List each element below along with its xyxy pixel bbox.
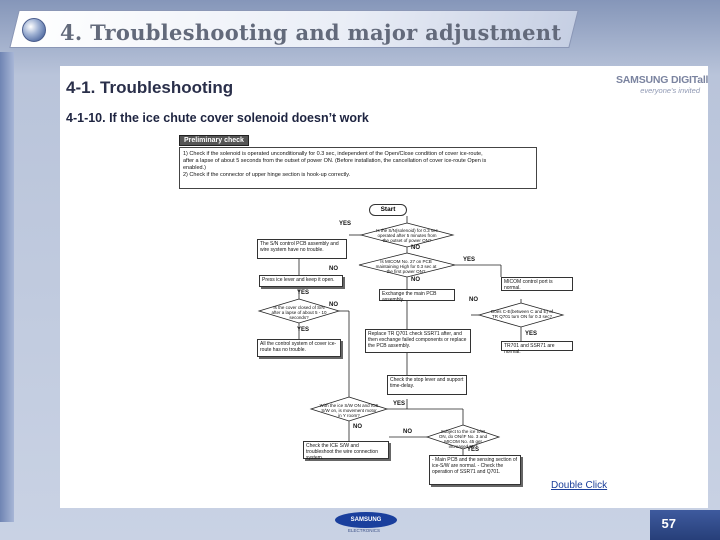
check-ice-switch-box: Check the ICE S/W and troubleshoot the w… [303, 441, 389, 461]
samsung-digitall-logo: SAMSUNG DIGITall everyone's invited [616, 74, 709, 95]
samsung-electronics-text: ELECTRONICS [348, 528, 381, 533]
exchange-pcb-box: Exchange the main PCB assembly. [379, 289, 455, 303]
no-label: NO [411, 245, 420, 251]
no-label: NO [469, 297, 478, 303]
section-title: 4-1. Troubleshooting [66, 78, 234, 97]
orb-icon [22, 18, 46, 42]
yes-label: YES [339, 221, 352, 227]
subsection-title: 4-1-10. If the ice chute cover solenoid … [66, 111, 369, 125]
preliminary-line: 1) Check if the solenoid is operated unc… [183, 151, 483, 157]
micom-normal-box: MICOM control port is normal. [501, 277, 573, 291]
no-label: NO [403, 429, 412, 435]
press-lever-box: Press ice lever and keep it open. [259, 275, 343, 287]
flowchart-connectors [257, 216, 565, 455]
yes-label: YES [467, 447, 480, 453]
preliminary-check-box: 1) Check if the solenoid is operated unc… [179, 147, 537, 189]
check-stop-lever-box: Check the stop lever and support time-de… [387, 375, 467, 395]
start-node: Start [369, 204, 407, 216]
preliminary-line: 2) Check if the connector of upper hinge… [183, 172, 351, 178]
yes-label: YES [463, 257, 476, 263]
no-label: NO [329, 302, 338, 308]
decision-micom-5v: Subject to the ice S/W ON, do ON/IF No. … [438, 429, 488, 449]
no-label: NO [411, 277, 420, 283]
samsung-logo: SAMSUNG [335, 512, 397, 528]
sn-control-ok-box: The S/N control PCB assembly and wire sy… [257, 239, 347, 259]
preliminary-line: enabled.) [183, 165, 206, 171]
yes-label: YES [297, 290, 310, 296]
header: 4. Troubleshooting and major adjustment [0, 6, 720, 50]
decision-ice-switch-motor: With the ice S/W ON and ICE S/W on, is m… [319, 403, 379, 418]
control-system-ok-box: All the control system of cover ice-rout… [257, 339, 341, 357]
decision-cover-closed: Is the cover closed of S/N after a lapse… [271, 305, 327, 320]
decision-solenoid-operated: Is the S/N(solenoid) for 0.3 sec operate… [376, 228, 438, 243]
page-number: 57 [661, 516, 676, 531]
tr-ssr-normal-box: TR701 and SSR71 are normal. [501, 341, 573, 355]
double-click-link[interactable]: Double Click [551, 480, 608, 491]
troubleshooting-flowchart: Preliminary check 1) Check if the soleno… [179, 135, 589, 495]
no-label: NO [329, 266, 338, 272]
preliminary-line: after a lapse of about 5 seconds from th… [183, 158, 487, 164]
footer-bar [650, 510, 720, 540]
yes-label: YES [297, 327, 310, 333]
decision-tr-q701: Does C-E(between C and E) of TR Q701 tur… [490, 309, 554, 319]
left-decorative-stripe [0, 52, 14, 522]
yes-label: YES [525, 331, 538, 337]
content-panel: 4-1. Troubleshooting 4-1-10. If the ice … [60, 66, 708, 508]
no-label: NO [353, 424, 362, 430]
main-pcb-normal-box: - Main PCB and the sensing section of ic… [429, 455, 521, 485]
page-title: 4. Troubleshooting and major adjustment [60, 20, 562, 45]
decision-micom-high: Is MICOM No. 27 on PCB maintaining High … [375, 259, 437, 274]
footer: SAMSUNG ELECTRONICS 57 [0, 510, 720, 540]
replace-tr-box: Replace TR Q701 check SSR71 after, and t… [365, 329, 471, 353]
preliminary-check-label: Preliminary check [179, 135, 249, 146]
logo-main-text: SAMSUNG DIGITall [616, 74, 709, 86]
logo-tagline: everyone's invited [640, 86, 700, 95]
yes-label: YES [393, 401, 406, 407]
